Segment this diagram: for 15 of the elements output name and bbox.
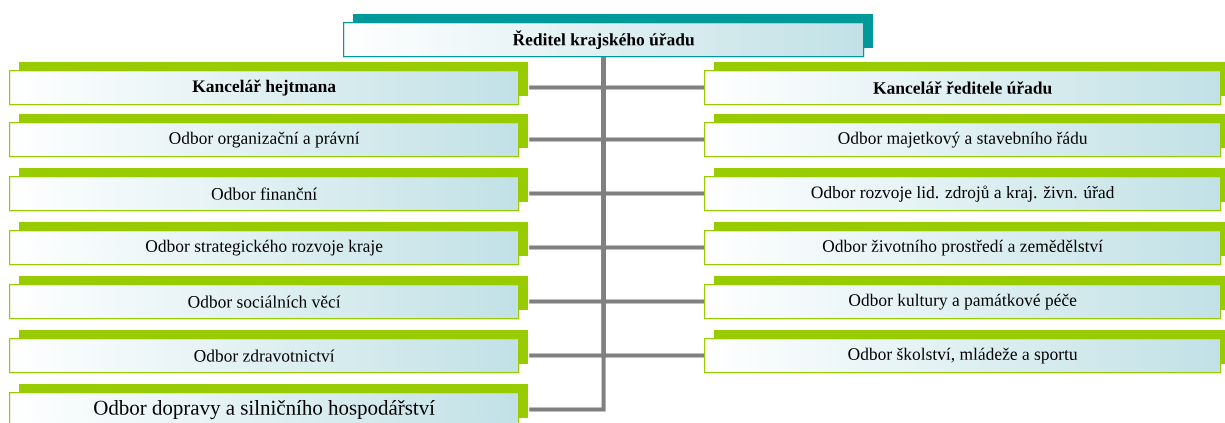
department-box: Odbor rozvoje lid. zdrojů a kraj. živn. úřad xyxy=(704,168,1225,212)
connector-line xyxy=(529,57,606,412)
department-box: Odbor dopravy a silničního hospodářství xyxy=(9,384,528,423)
department-box: Odbor sociálních věcí xyxy=(9,276,528,320)
department-box: Odbor životního prostředí a zemědělství xyxy=(704,222,1225,266)
department-box: Odbor organizační a právní xyxy=(9,114,528,158)
department-box: Kancelář hejtmana xyxy=(9,62,528,106)
department-box: Kancelář ředitele úřadu xyxy=(704,62,1225,106)
department-box: Odbor školství, mládeže a sportu xyxy=(704,330,1225,374)
department-box: Odbor finanční xyxy=(9,168,528,212)
department-box: Odbor majetkový a stavebního řádu xyxy=(704,114,1225,158)
director-box: Ředitel krajského úřadu xyxy=(343,14,873,58)
department-box: Odbor zdravotnictví xyxy=(9,330,528,374)
department-box: Odbor strategického rozvoje kraje xyxy=(9,222,528,266)
department-box: Odbor kultury a památkové péče xyxy=(704,276,1225,320)
